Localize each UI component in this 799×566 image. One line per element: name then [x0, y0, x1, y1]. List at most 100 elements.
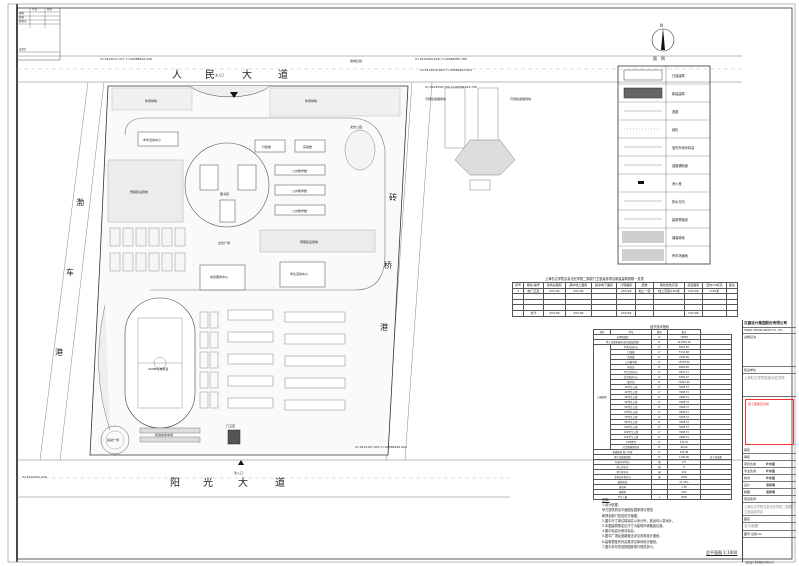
- table-cell: [542, 304, 566, 311]
- countersign-table: 专业签名 建筑 结构 给排水 会签栏: [19, 8, 53, 51]
- review-stamp: 施工图审查合格: [745, 399, 794, 445]
- drawing-title: 总平面图: [743, 523, 796, 531]
- south-road-char: 阳: [170, 477, 180, 489]
- grandstand: [98, 304, 111, 431]
- future-plot: [477, 87, 499, 149]
- table-header-row: 序号楼名/编号建筑总面积其中地上面积其中地下面积计容面积层数规划建筑高度基底面积…: [511, 282, 739, 289]
- plan-label: 公共教学楼: [292, 208, 307, 213]
- plan-label: 学生活动中心: [290, 271, 308, 276]
- table-cell: 地上高度4.80米: [653, 287, 685, 295]
- court: [209, 371, 219, 389]
- west-canal: [39, 81, 105, 461]
- plan-label: 文化公园: [350, 124, 362, 129]
- table-cell: 233.99: [616, 310, 636, 317]
- teaching-building-3: [274, 204, 326, 216]
- staff-row: 审定: [743, 447, 796, 454]
- main-entrance-arrow: [230, 92, 238, 98]
- paving-symbol: [622, 231, 664, 243]
- sheet-number: 图号 总施-01: [743, 531, 796, 538]
- library-wing-west: [199, 164, 219, 191]
- plan-label: 预留建设用地: [300, 239, 318, 244]
- main-entrance-label: 主入口: [215, 72, 224, 77]
- north-road: [17, 55, 742, 83]
- staff-signature: 叶水苗: [766, 462, 776, 466]
- leisure-green-east: [269, 87, 401, 117]
- legend-item-label: 绿化: [672, 127, 679, 132]
- column-header: 备注: [725, 282, 739, 289]
- table-cell: [590, 310, 618, 317]
- culture-park: [344, 129, 376, 171]
- dorm-cluster-west: [109, 227, 186, 272]
- dorm-building: [227, 331, 274, 343]
- outer-frame: [7, 3, 796, 563]
- legend-item-label: 道路: [672, 109, 679, 114]
- student-center: [279, 261, 326, 288]
- table-row: [511, 304, 739, 311]
- dorm-unit: [122, 227, 134, 247]
- table-cell: [511, 304, 525, 311]
- table-row: [511, 298, 739, 306]
- plan-label: 休闲绿地: [305, 98, 317, 103]
- table-cell: [542, 298, 566, 306]
- staff-row: 校对叶水苗: [743, 475, 796, 482]
- client-name: 上海杉达学院嘉善光彪学院: [743, 374, 796, 397]
- table-cell: [700, 494, 732, 500]
- court: [199, 371, 209, 389]
- south-road-char: 大: [238, 476, 248, 489]
- plan-label: 学术活动中心: [143, 137, 161, 142]
- table1-title: 上海杉达学院嘉善光彪学院二期校门卫室建设项目新建建筑规模一览表: [545, 277, 644, 281]
- plan-label: 门卫室: [226, 423, 235, 428]
- staff-role: 审定: [744, 448, 751, 452]
- legend-title: 图 例: [653, 55, 665, 61]
- table-cell: [683, 298, 703, 306]
- dorm-unit: [174, 252, 186, 272]
- parking-row-1: [139, 427, 201, 434]
- main-gate-plaza: [189, 85, 271, 98]
- dorm-unit: [109, 227, 121, 247]
- project-label: 项目名称: [743, 496, 796, 503]
- table-cell: [653, 310, 685, 317]
- reserved-land-west: [107, 159, 184, 223]
- east-canal-char: 港: [380, 322, 388, 332]
- dorm-rows-east: [227, 309, 346, 411]
- court: [199, 311, 209, 329]
- secondary-entrance-arrow: [238, 460, 244, 465]
- note-line: 2.图中尺寸单位除标高以米计外，其余均以毫米计。: [602, 518, 676, 523]
- client-label: 建设单位: [743, 367, 796, 374]
- staff-signatures: 审定审核项目负责叶水苗专业负责叶水苗校对叶水苗设计汤伟明制图汤伟明: [743, 447, 796, 496]
- court: [199, 351, 209, 369]
- staff-role: 校对: [744, 476, 751, 480]
- plan-label: 图书馆: [220, 191, 229, 196]
- note-line: 5.图中广场及道路做法详见景观设计图纸。: [602, 534, 663, 539]
- project-name: 上海杉达学院嘉善光彪学院二期校门卫室建设项目: [743, 505, 796, 516]
- secondary-entrance-label: 次入口: [234, 470, 243, 475]
- staff-row: 专业负责叶水苗: [743, 468, 796, 475]
- library-core: [219, 199, 236, 223]
- dorm-building: [227, 375, 274, 387]
- hydrant-icon: [638, 181, 644, 184]
- plan-label: 机动车停车场: [155, 432, 173, 437]
- plan-label: 综合服务中心: [210, 274, 228, 279]
- sports-plaza: [100, 425, 130, 455]
- staff-role: 审核: [744, 455, 751, 459]
- court: [209, 311, 219, 329]
- table-cell: 233.99: [542, 310, 566, 317]
- reserved-land-east: [259, 229, 376, 253]
- table-cell: 233.99: [683, 287, 703, 295]
- staff-row: 制图汤伟明: [743, 489, 796, 496]
- dorm-building: [284, 311, 346, 323]
- column-header: 建筑总面积: [542, 282, 566, 289]
- plan-label: 休闲绿地: [145, 98, 157, 103]
- lab-building: [294, 139, 326, 153]
- table-cell: [683, 293, 703, 300]
- table-cell: [634, 298, 655, 306]
- plan-label: 公共教学楼: [292, 168, 307, 173]
- table-cell: 233.99: [542, 287, 566, 295]
- paving-symbol: [622, 249, 664, 261]
- academic-center: [137, 131, 179, 147]
- dorm-building: [227, 353, 274, 365]
